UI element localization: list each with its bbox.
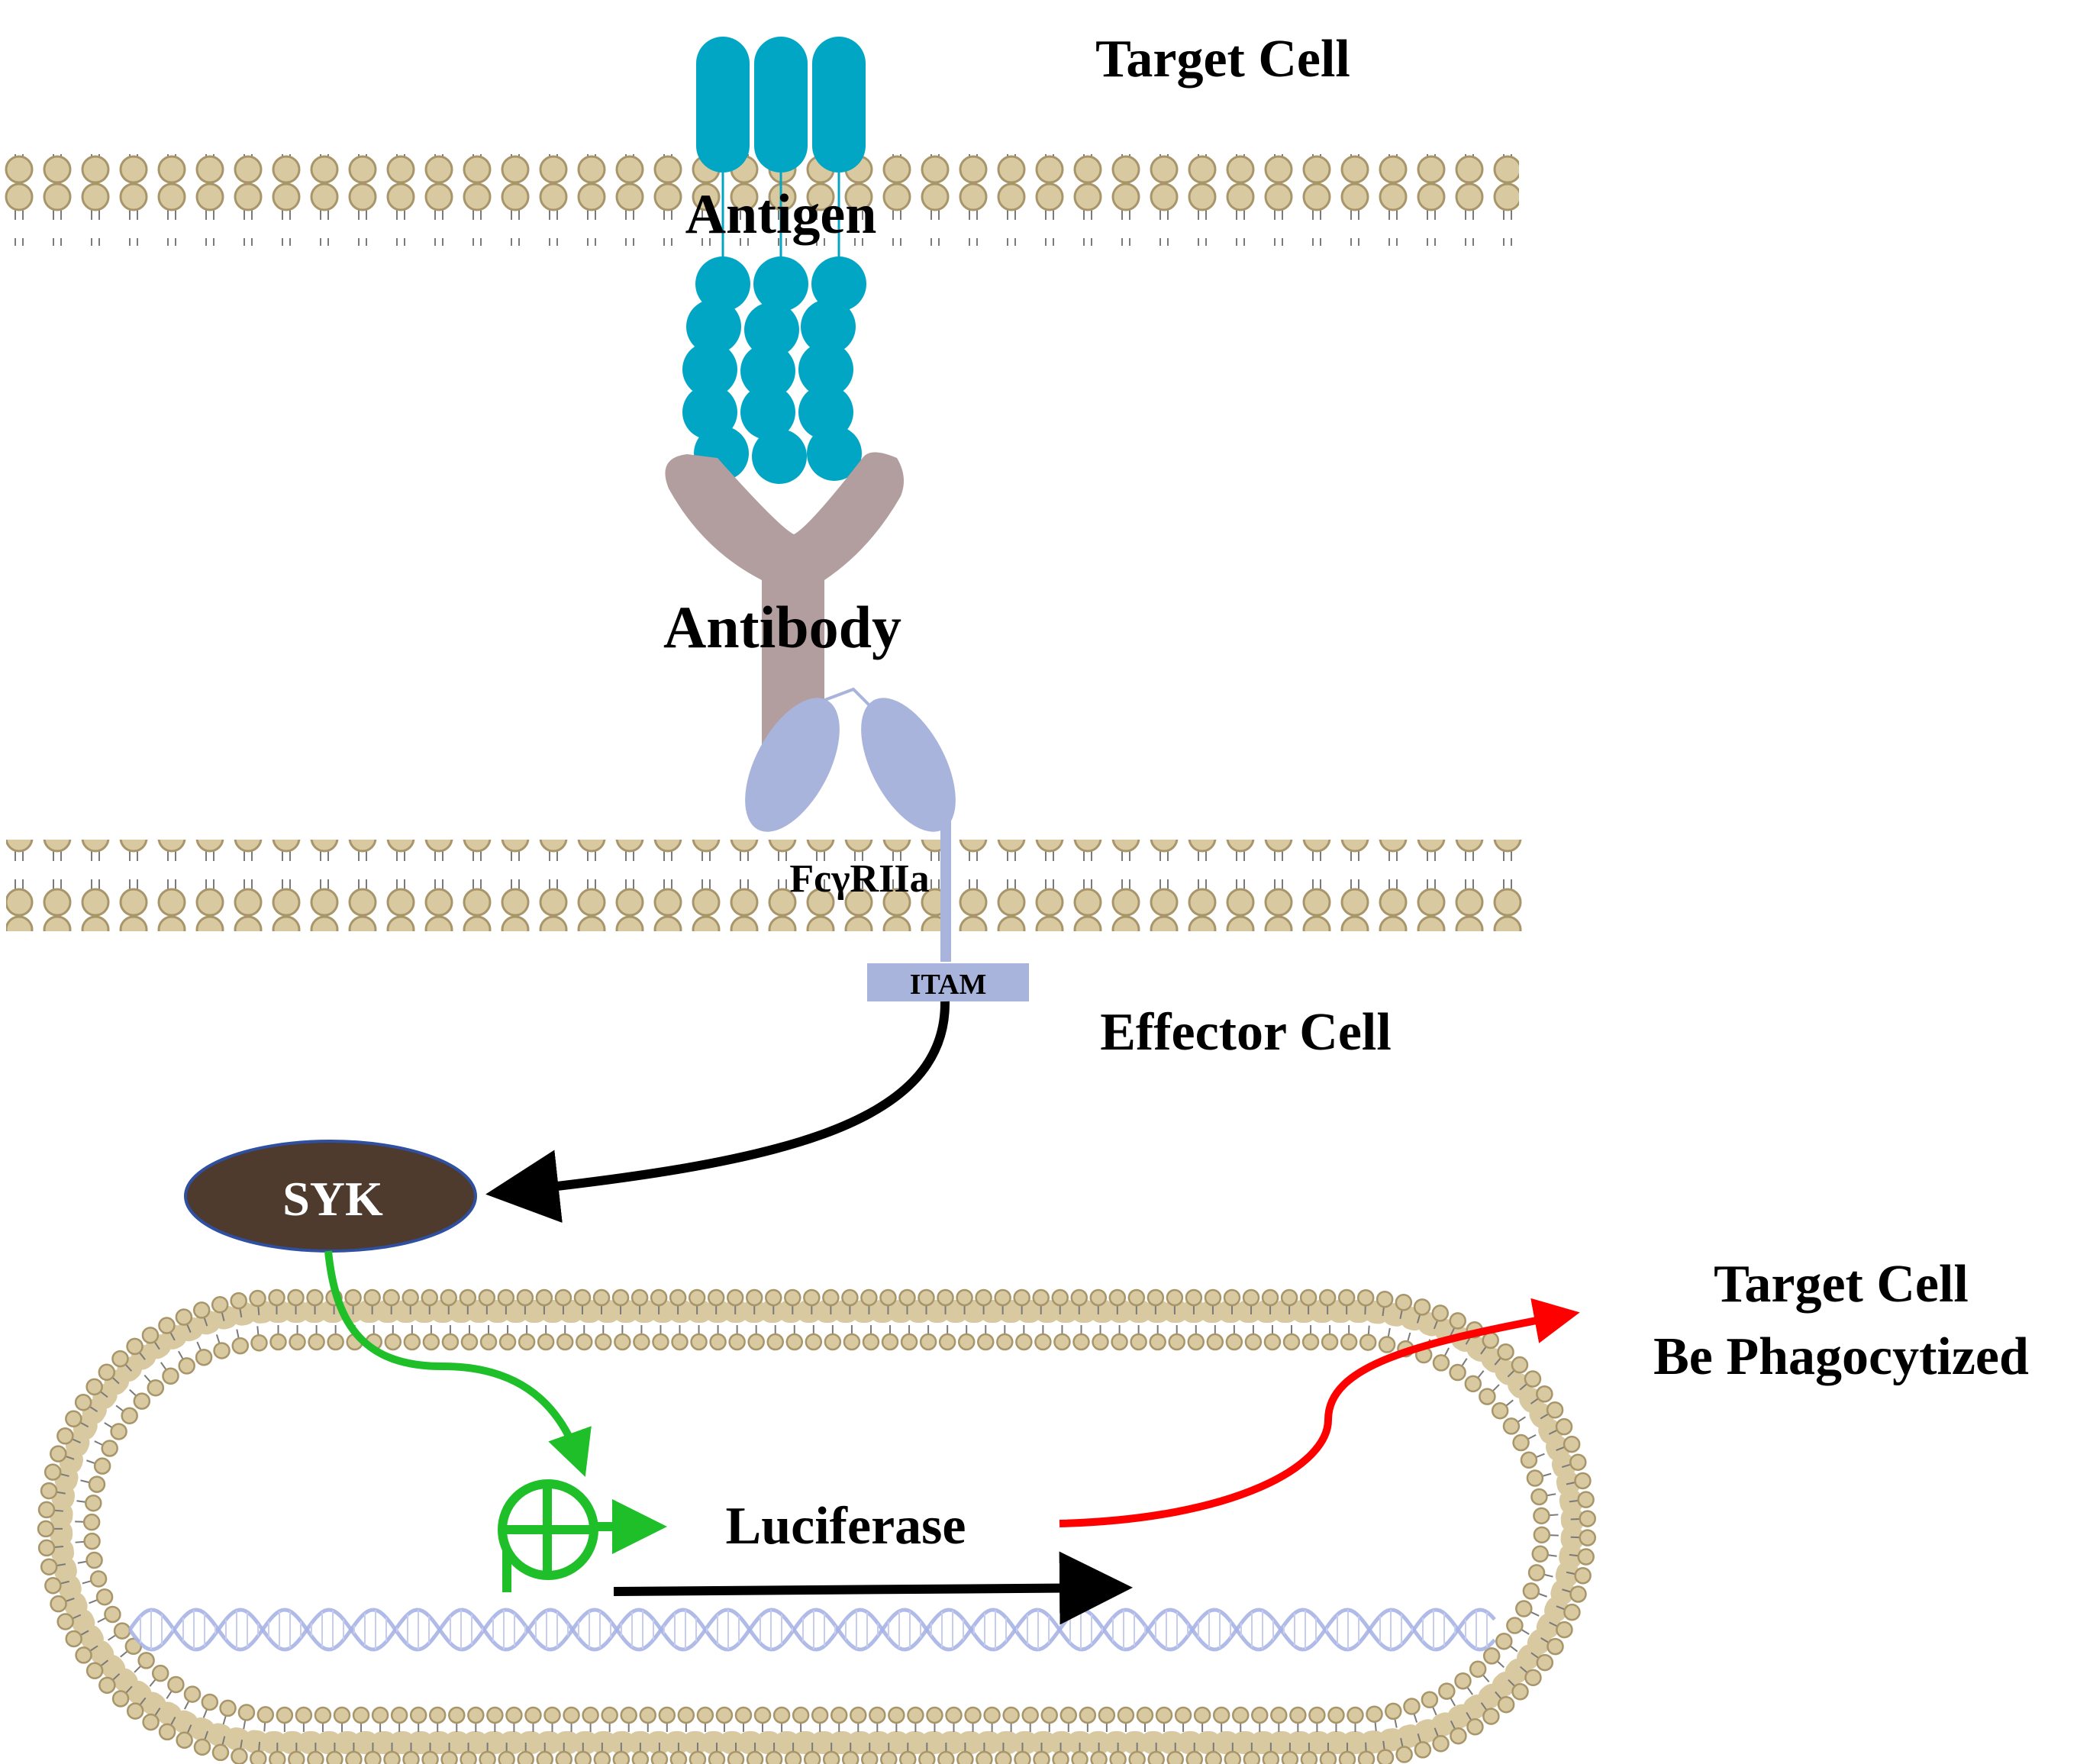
target-cell-label: Target Cell: [1095, 30, 1350, 89]
syk-label: SYK: [282, 1172, 383, 1226]
signal-arrow: [324, 1250, 592, 1477]
antigen: [682, 37, 866, 484]
target-cell-membrane: [0, 154, 1519, 246]
outcome-label-line1: Target Cell: [1714, 1255, 1969, 1314]
dna-helix: [127, 1608, 1496, 1652]
receptor-label: FcγRIIa: [789, 857, 929, 901]
itam-label: ITAM: [910, 969, 987, 1001]
promoter-activation-icon: [498, 1479, 667, 1592]
antibody: [665, 452, 904, 753]
antibody-label: Antibody: [663, 594, 901, 660]
outcome-label-line2: Be Phagocytized: [1653, 1327, 2029, 1386]
luciferase-label: Luciferase: [726, 1497, 966, 1556]
nucleus-membrane-heads: [37, 1288, 1597, 1764]
expression-arrow: [613, 1551, 1133, 1625]
activation-arrow: [485, 1001, 950, 1223]
antigen-label: Antigen: [685, 183, 877, 246]
fc-gamma-receptor: [745, 687, 956, 962]
itam-box: [867, 963, 1029, 1001]
effector-cell-label: Effector Cell: [1100, 1003, 1392, 1062]
nucleus-membrane: [50, 1300, 1584, 1754]
outcome-arrow: [1059, 1298, 1580, 1527]
effector-cell-membrane: [6, 840, 1525, 931]
